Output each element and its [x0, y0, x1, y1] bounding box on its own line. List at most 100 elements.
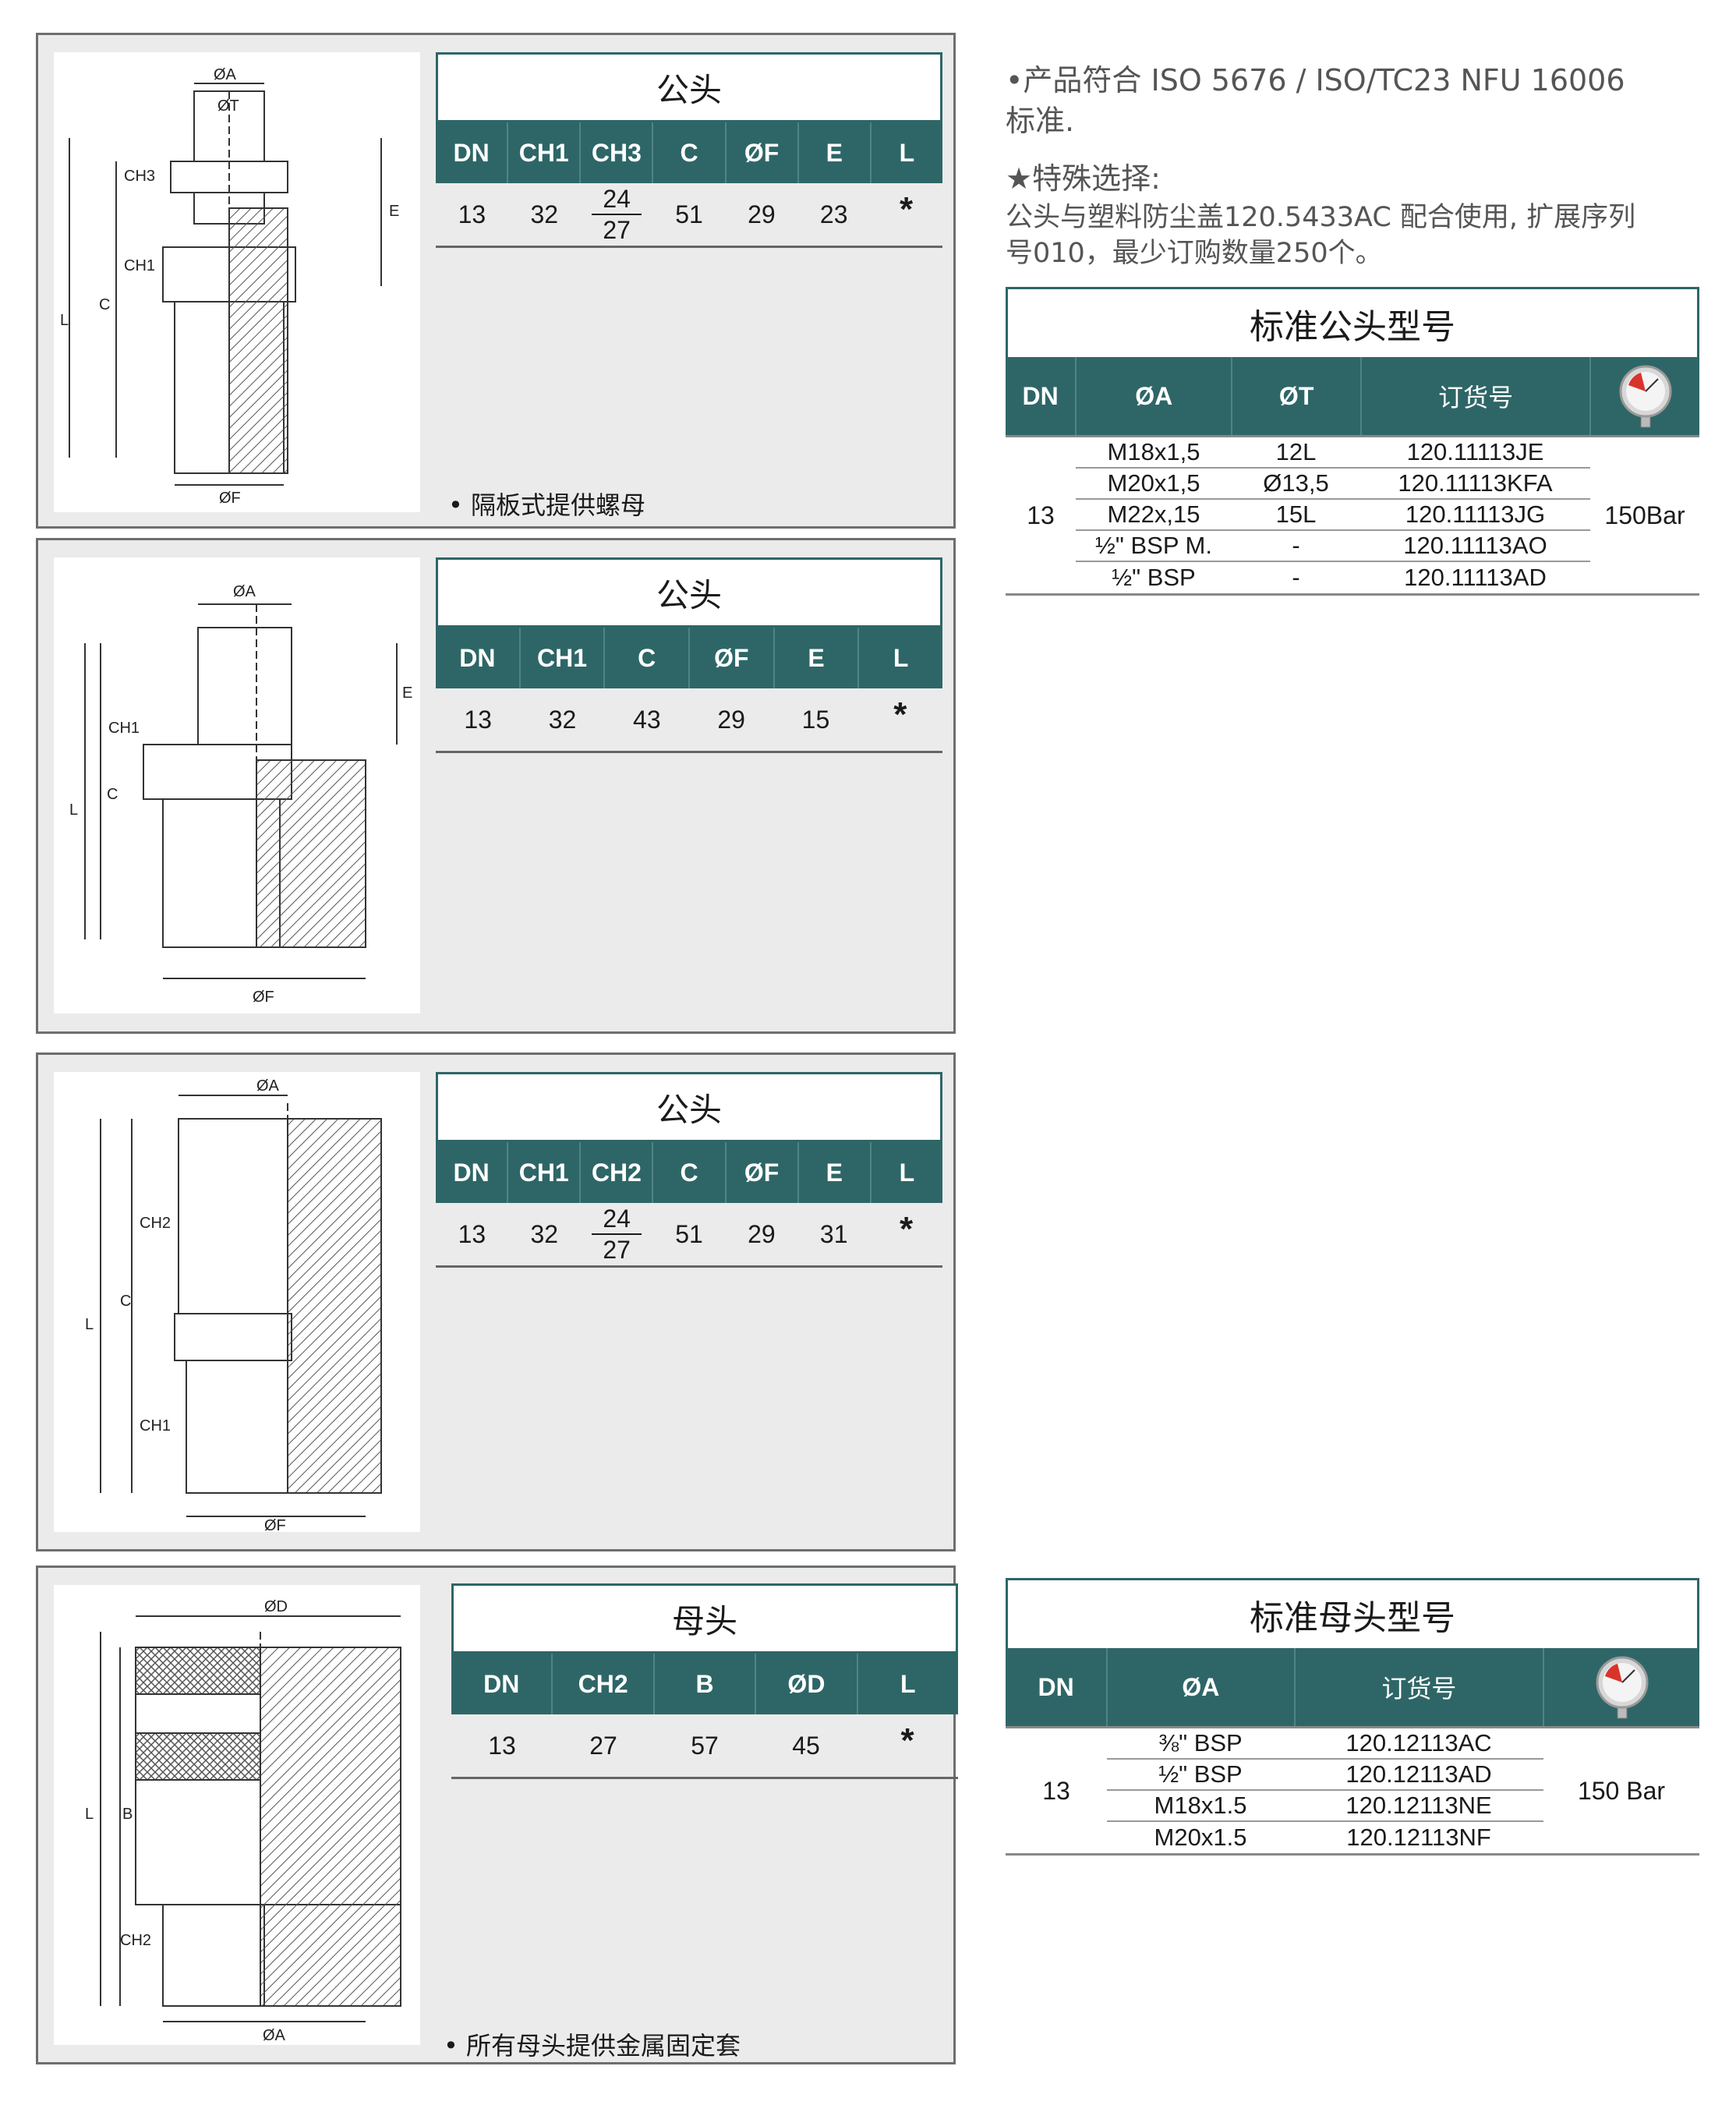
value-l: *: [858, 688, 942, 751]
standard-male-row: ½" BSP-120.11113AD: [1076, 562, 1590, 593]
standard-female-pressure: 150 Bar: [1577, 1776, 1666, 1805]
header-a: ØA: [1108, 1648, 1296, 1726]
gauge-header-cell: [1544, 1648, 1699, 1726]
label-c: C: [107, 786, 118, 803]
row-a: M18x1,5: [1107, 438, 1200, 465]
label-l: L: [85, 1316, 94, 1333]
value-l: *: [870, 1203, 942, 1265]
value-c: 51: [675, 200, 703, 228]
label-t: ØT: [217, 97, 239, 115]
product-panel-male-bulkhead: ØA ØT CH3 CH1 C L E ØF 公头 DN CH1 CH3 C Ø…: [36, 33, 956, 529]
header-f: ØF: [727, 1142, 799, 1203]
spec-header-row: DN CH1 CH2 C ØF E L: [436, 1142, 942, 1203]
special-option-line2: 号010，最少订购数量250个。: [1006, 238, 1383, 269]
spec-header-row: DN CH2 B ØD L: [451, 1654, 958, 1714]
value-ch1: 32: [548, 705, 577, 734]
standard-male-header: DN ØA ØT 订货号: [1006, 357, 1699, 435]
technical-drawing-male-bulkhead: ØA ØT CH3 CH1 C L E ØF: [54, 52, 420, 512]
standard-female-header: DN ØA 订货号: [1006, 1648, 1699, 1726]
value-e: 15: [801, 705, 830, 734]
row-order-no: 120.11113JE: [1406, 438, 1544, 465]
value-ch2: 27: [589, 1731, 617, 1760]
header-c: C: [653, 122, 727, 183]
pressure-gauge-icon: [1619, 365, 1672, 428]
row-t: -: [1292, 564, 1300, 591]
spec-title: 母头: [451, 1583, 958, 1654]
intro-standard-line1: •产品符合 ISO 5676 / ISO/TC23 NFU 16006: [1006, 63, 1625, 97]
header-e: E: [799, 1142, 872, 1203]
value-c: 51: [675, 1219, 703, 1248]
label-a: ØA: [263, 2027, 286, 2044]
panel-note: • 所有母头提供金属固定套: [444, 2031, 741, 2061]
coupling-cross-section-drawing: ØA CH2 C L CH1 ØF: [85, 1077, 382, 1532]
row-a: M20x1.5: [1154, 1824, 1247, 1851]
value-ch2-denominator: 27: [603, 1236, 631, 1264]
spec-header-row: DN CH1 C ØF E L: [436, 628, 942, 688]
label-a: ØA: [256, 1077, 280, 1095]
header-l: L: [899, 1158, 915, 1187]
label-c: C: [120, 1293, 131, 1310]
value-ch3-denominator: 27: [603, 216, 631, 244]
spec-title: 公头: [436, 557, 942, 628]
spec-value-row: 13 27 57 45 *: [451, 1714, 958, 1779]
header-dn: DN: [451, 1654, 553, 1714]
value-l-star: *: [900, 1721, 914, 1760]
header-ch2: CH2: [581, 1142, 654, 1203]
label-l: L: [69, 801, 78, 819]
label-d: ØD: [264, 1598, 288, 1615]
special-option-title: ★特殊选择:: [1006, 161, 1161, 196]
spec-header-row: DN CH1 CH3 C ØF E L: [436, 122, 942, 183]
panel-note: • 隔板式提供螺母: [448, 490, 646, 520]
value-l: *: [857, 1714, 958, 1777]
header-order-no: 订货号: [1296, 1648, 1545, 1726]
label-a: ØA: [214, 66, 237, 83]
value-l-star: *: [900, 1210, 914, 1248]
label-f: ØF: [253, 989, 274, 1006]
standard-female-dn: 13: [1042, 1776, 1070, 1805]
label-l: L: [60, 312, 69, 329]
header-ch1: CH1: [521, 628, 606, 688]
label-ch1: CH1: [124, 257, 155, 274]
label-b: B: [122, 1806, 133, 1823]
header-order-no: 订货号: [1362, 357, 1592, 435]
standard-male-pressure: 150Bar: [1604, 501, 1685, 529]
value-f: 29: [748, 200, 776, 228]
row-order-no: 120.11113KFA: [1398, 469, 1553, 497]
label-ch2: CH2: [140, 1215, 171, 1232]
row-a: ½" BSP: [1158, 1760, 1243, 1788]
value-dn: 13: [488, 1731, 516, 1760]
pressure-gauge-icon: [1596, 1656, 1649, 1719]
product-panel-male-hex: ØA CH2 C L CH1 ØF 公头 DN CH1 CH2 C ØF E L…: [36, 1052, 956, 1551]
row-order-no: 120.11113JG: [1405, 501, 1546, 528]
label-e: E: [389, 203, 399, 220]
label-e: E: [402, 685, 412, 702]
label-f: ØF: [264, 1517, 286, 1532]
row-a: M22x,15: [1107, 501, 1200, 528]
header-e: E: [775, 628, 860, 688]
value-ch3-numerator: 24: [592, 184, 642, 215]
coupling-cross-section-drawing: ØD L B CH2 ØA: [85, 1598, 401, 2044]
value-dn: 13: [458, 1219, 486, 1248]
value-c: 43: [633, 705, 661, 734]
header-dn: DN: [436, 628, 521, 688]
value-b: 57: [691, 1731, 719, 1760]
value-f: 29: [717, 705, 745, 734]
header-l: L: [893, 643, 909, 672]
header-ch1: CH1: [508, 122, 582, 183]
label-c: C: [99, 296, 110, 313]
value-l-star: *: [900, 190, 914, 228]
header-f: ØF: [690, 628, 775, 688]
header-l: L: [900, 1669, 916, 1698]
header-ch2: CH2: [553, 1654, 655, 1714]
spec-table: 母头 DN CH2 B ØD L 13 27 57 45 *: [451, 1583, 958, 1779]
value-ch1: 32: [530, 200, 559, 228]
value-dn: 13: [464, 705, 492, 734]
intro-standard-line2: 标准.: [1006, 104, 1075, 138]
standard-male-title: 标准公头型号: [1006, 287, 1699, 357]
